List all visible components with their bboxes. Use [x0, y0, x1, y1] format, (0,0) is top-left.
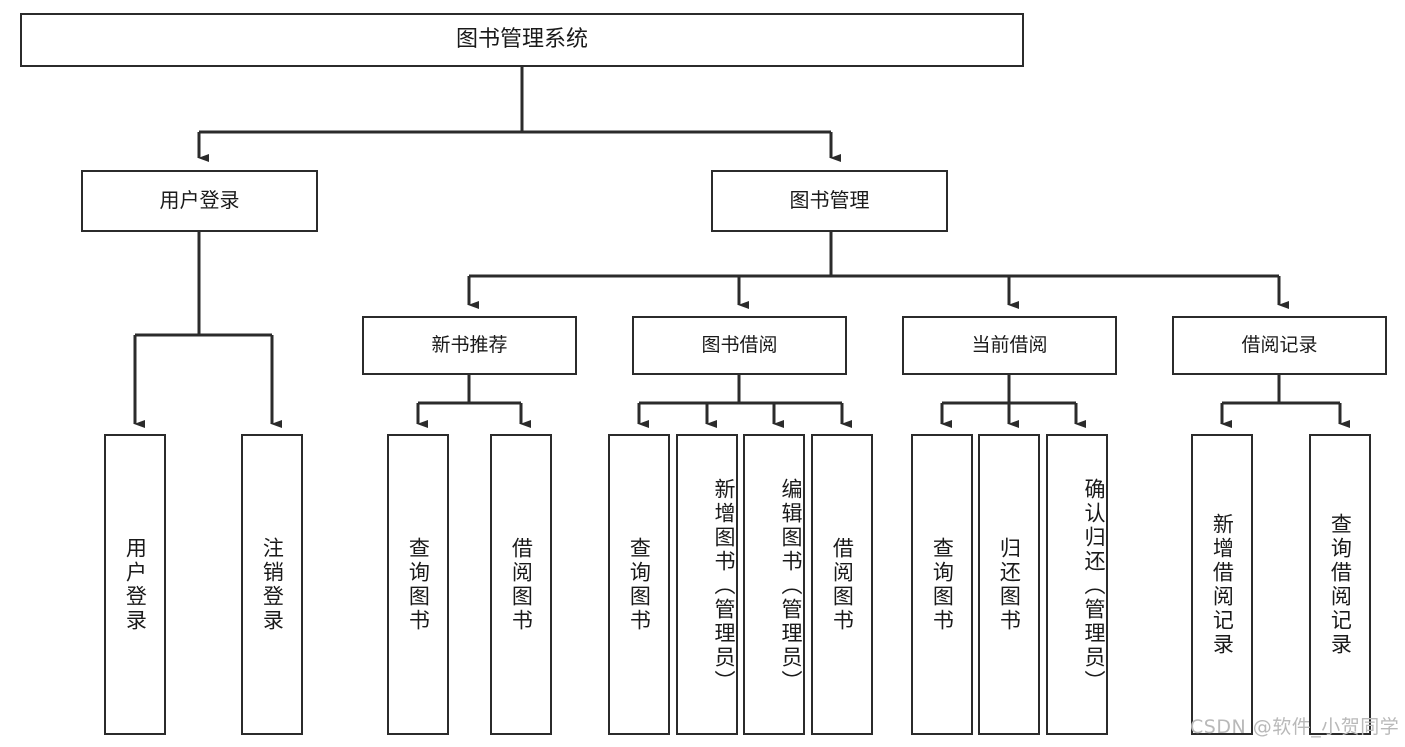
node-label: 借阅图书 [830, 536, 855, 633]
node-book-borrow[interactable]: 图书借阅 [632, 316, 847, 375]
node-label: 当前借阅 [971, 334, 1048, 357]
node-label: 查询图书 [406, 536, 431, 633]
leaf-query-book-recommend[interactable]: 查询图书 [387, 434, 449, 735]
leaf-query-book-borrow[interactable]: 查询图书 [608, 434, 670, 735]
node-label: 用户登录 [159, 188, 240, 213]
node-label: 新书推荐 [431, 334, 508, 357]
leaf-borrow-book[interactable]: 借阅图书 [811, 434, 873, 735]
leaf-user-login[interactable]: 用户登录 [104, 434, 166, 735]
csdn-watermark: CSDN @软件_小贺同学 [1190, 716, 1400, 738]
leaf-confirm-return-admin[interactable]: 确认归还（管理员） [1046, 434, 1108, 735]
leaf-add-book-admin[interactable]: 新增图书（管理员） [676, 434, 738, 735]
node-root-book-management-system[interactable]: 图书管理系统 [20, 13, 1024, 67]
node-label: 注销登录 [260, 536, 285, 633]
node-label: 用户登录 [123, 536, 148, 633]
leaf-return-book[interactable]: 归还图书 [978, 434, 1040, 735]
node-label: 新增借阅记录 [1210, 512, 1235, 657]
node-current-borrow[interactable]: 当前借阅 [902, 316, 1117, 375]
node-user-login[interactable]: 用户登录 [81, 170, 318, 232]
leaf-edit-book-admin[interactable]: 编辑图书（管理员） [743, 434, 805, 735]
node-new-book-recommend[interactable]: 新书推荐 [362, 316, 577, 375]
node-label: 归还图书 [997, 536, 1022, 633]
node-label: 图书管理系统 [455, 27, 588, 53]
node-label: 查询图书 [627, 536, 652, 633]
leaf-borrow-book-recommend[interactable]: 借阅图书 [490, 434, 552, 735]
node-label: 确认归还（管理员） [1082, 477, 1106, 694]
node-label: 借阅图书 [509, 536, 534, 633]
node-label: 图书借阅 [701, 334, 778, 357]
node-book-management[interactable]: 图书管理 [711, 170, 948, 232]
leaf-logout[interactable]: 注销登录 [241, 434, 303, 735]
leaf-query-borrow-record[interactable]: 查询借阅记录 [1309, 434, 1371, 735]
node-label: 编辑图书（管理员） [779, 477, 803, 694]
node-label: 新增图书（管理员） [712, 477, 736, 694]
node-label: 图书管理 [789, 188, 870, 213]
leaf-add-borrow-record[interactable]: 新增借阅记录 [1191, 434, 1253, 735]
node-label: 查询借阅记录 [1328, 512, 1353, 657]
leaf-query-book-current[interactable]: 查询图书 [911, 434, 973, 735]
node-label: 查询图书 [930, 536, 955, 633]
node-label: 借阅记录 [1241, 334, 1318, 357]
node-borrow-record[interactable]: 借阅记录 [1172, 316, 1387, 375]
